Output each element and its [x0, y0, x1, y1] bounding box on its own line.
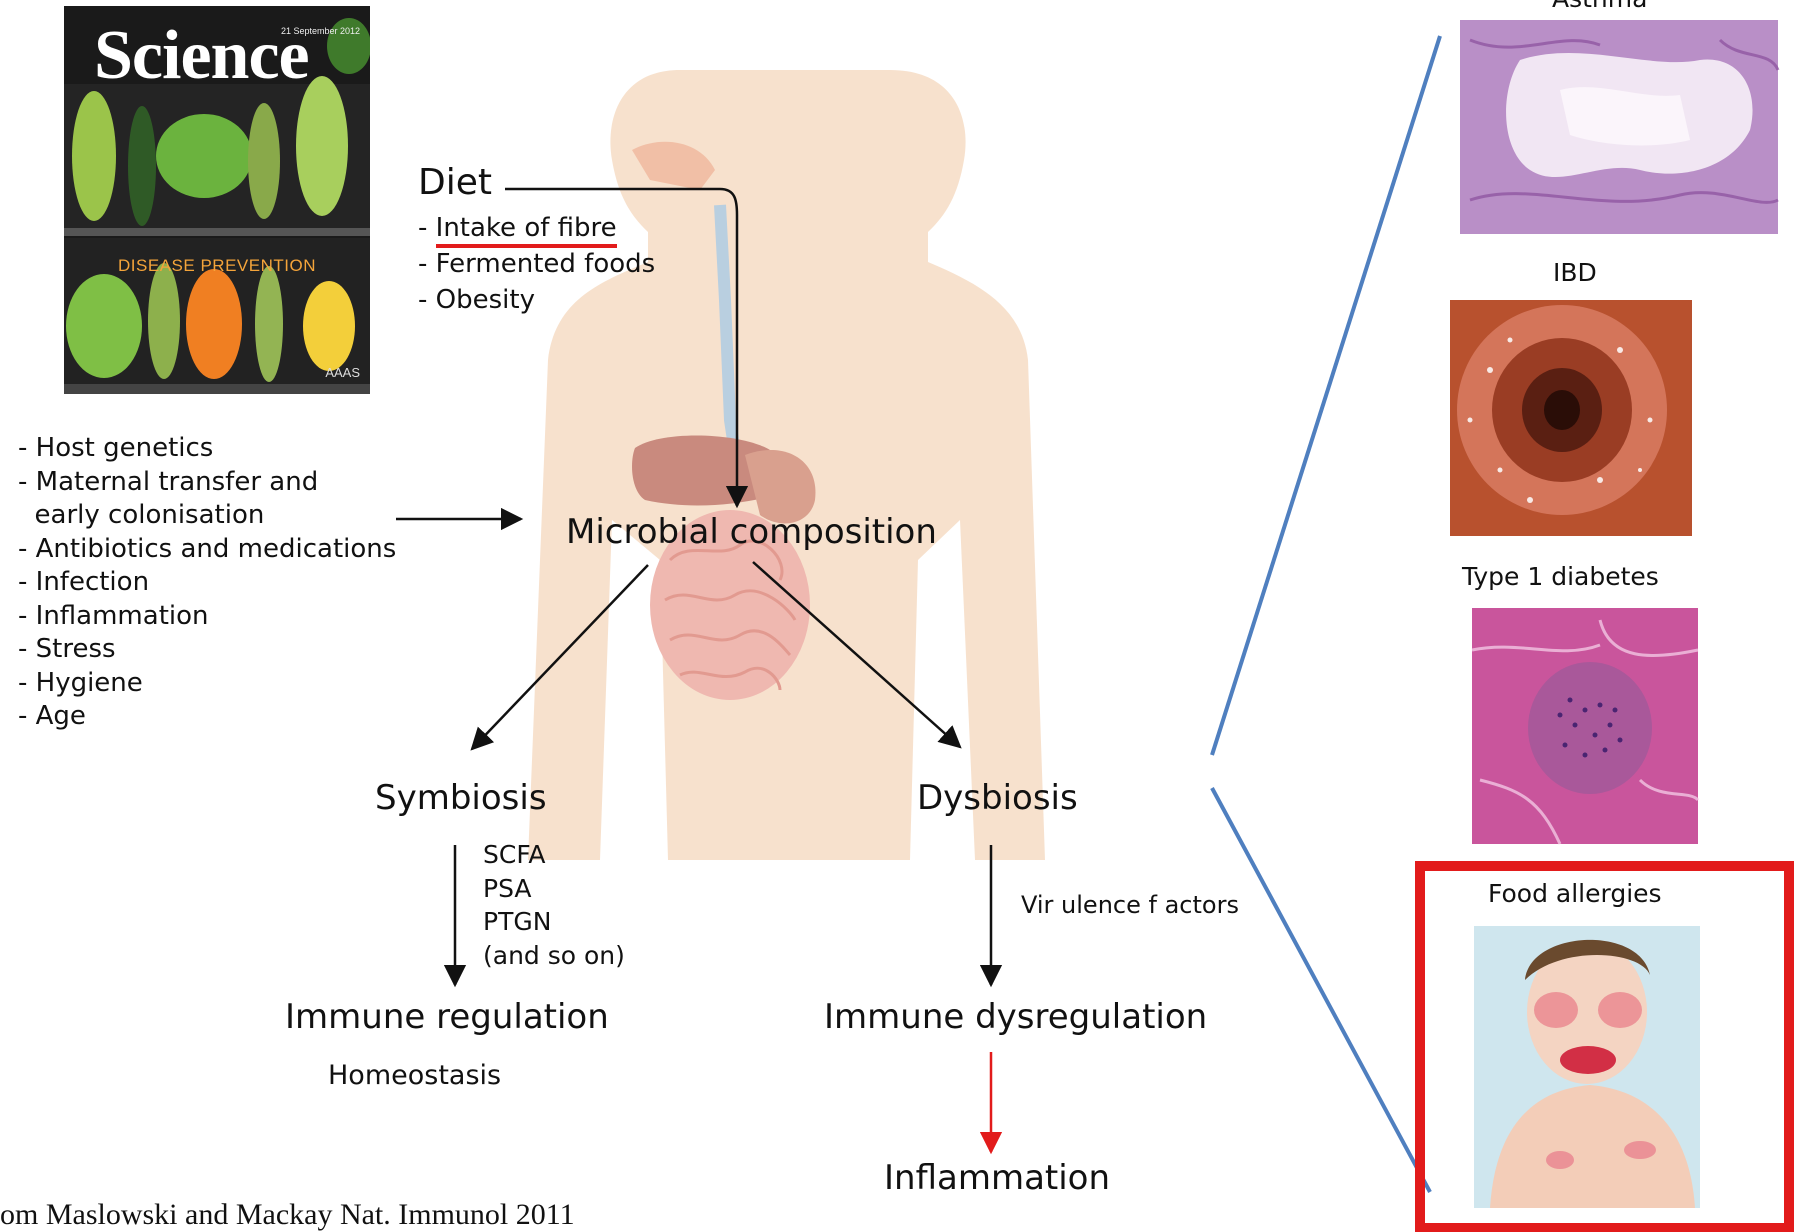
- diet-item-fibre: - Intake of fibre: [418, 210, 655, 246]
- diet-item-fibre-highlight: Intake of fibre: [436, 213, 617, 248]
- immune-dysregulation-label: Immune dysregulation: [824, 997, 1207, 1037]
- food-allergies-image: [1474, 926, 1700, 1208]
- dysbiosis-label: Dysbiosis: [917, 778, 1078, 818]
- factor-item: - Stress: [18, 633, 396, 667]
- disease-label-food-allergies: Food allergies: [1488, 879, 1662, 908]
- homeostasis-label: Homeostasis: [328, 1060, 501, 1091]
- virulence-factors-label: Vir ulence f actors: [1021, 891, 1239, 919]
- factor-item: - Antibiotics and medications: [18, 533, 396, 567]
- type1-diabetes-image: [1472, 608, 1698, 844]
- diet-title: Diet: [418, 162, 492, 203]
- inflammation-label: Inflammation: [884, 1158, 1110, 1198]
- citation: om Maslowski and Mackay Nat. Immunol 201…: [0, 1198, 575, 1232]
- symbiosis-label: Symbiosis: [375, 778, 547, 818]
- factor-item: early colonisation: [18, 499, 396, 533]
- factor-item: - Maternal transfer and: [18, 466, 396, 500]
- diet-item-fermented: - Fermented foods: [418, 246, 655, 282]
- molecule-item: (and so on): [483, 939, 625, 973]
- connector-line-upper: [1212, 36, 1440, 755]
- factor-item: - Inflammation: [18, 600, 396, 634]
- connector-line-lower: [1212, 788, 1430, 1192]
- factor-item: - Host genetics: [18, 432, 396, 466]
- factor-item: - Infection: [18, 566, 396, 600]
- molecules-list: SCFA PSA PTGN (and so on): [483, 838, 625, 972]
- disease-label-asthma: Asthma: [1552, 0, 1647, 13]
- molecule-item: PSA: [483, 872, 625, 906]
- diet-item-obesity: - Obesity: [418, 282, 655, 318]
- factor-item: - Hygiene: [18, 667, 396, 701]
- asthma-image: [1460, 20, 1778, 234]
- molecule-item: PTGN: [483, 905, 625, 939]
- molecule-item: SCFA: [483, 838, 625, 872]
- diet-item-fibre-prefix: -: [418, 213, 436, 243]
- disease-label-type1-diabetes: Type 1 diabetes: [1462, 562, 1659, 591]
- diet-list: - Intake of fibre - Fermented foods - Ob…: [418, 210, 655, 318]
- factor-item: - Age: [18, 700, 396, 734]
- ibd-image: [1450, 300, 1692, 536]
- disease-label-ibd: IBD: [1553, 258, 1597, 287]
- factors-list: - Host genetics - Maternal transfer and …: [18, 432, 396, 734]
- immune-regulation-label: Immune regulation: [285, 997, 609, 1037]
- microbial-composition-label: Microbial composition: [566, 512, 937, 552]
